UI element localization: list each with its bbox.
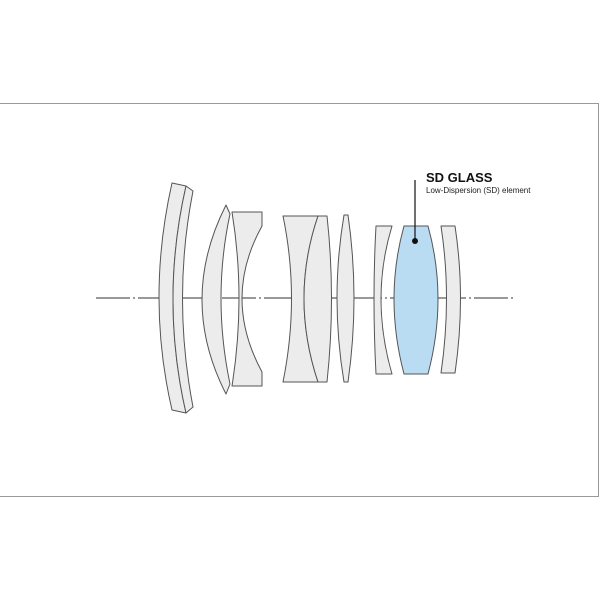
lens-element-2 [172,185,194,414]
callout-title: SD GLASS [426,170,493,185]
lens-element-10 [440,225,461,374]
callout-subtitle: Low-Dispersion (SD) element [426,186,531,195]
lens-element-3 [201,204,231,395]
lens-element-7 [336,214,355,383]
lens-element-6 [303,215,332,383]
sd-glass-element [393,225,439,375]
lens-element-4 [231,211,263,387]
lens-element-8 [373,225,393,375]
callout-dot [412,238,418,244]
